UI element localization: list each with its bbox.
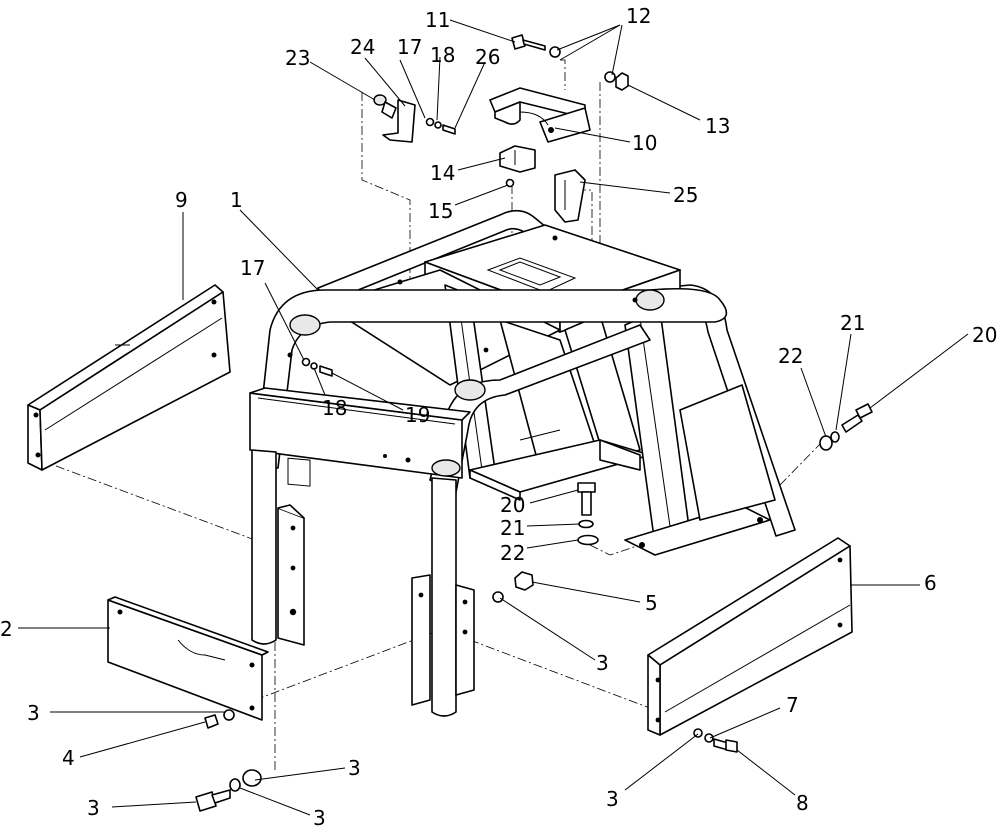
right-leg-bracket — [411, 574, 475, 706]
left-leg-bracket — [277, 504, 305, 646]
clamp-part-14 — [499, 145, 536, 173]
callout-17: 17 — [240, 256, 265, 280]
callout-22: 22 — [500, 541, 525, 565]
callout-2: 2 — [0, 617, 13, 641]
nut-part-13 — [615, 72, 629, 91]
hardware-20-21-22-center — [577, 482, 599, 546]
callout-8: 8 — [796, 791, 809, 815]
callout-19: 19 — [405, 403, 430, 427]
callout-11: 11 — [425, 8, 450, 32]
callout-20: 20 — [500, 493, 525, 517]
bracket-parts-23-24 — [373, 94, 456, 143]
plate-part-2 — [107, 596, 269, 721]
callout-12: 12 — [626, 4, 651, 28]
callout-3: 3 — [313, 806, 326, 830]
hardware-3-5 — [492, 571, 534, 603]
callout-3: 3 — [596, 651, 609, 675]
bolt-part-11 — [511, 34, 546, 51]
callout-24: 24 — [350, 35, 375, 59]
callout-18: 18 — [430, 43, 455, 67]
callout-21: 21 — [500, 516, 525, 540]
upper-bracket-part-10 — [489, 87, 591, 143]
callout-26: 26 — [475, 45, 500, 69]
callout-17: 17 — [397, 35, 422, 59]
callout-1: 1 — [230, 188, 243, 212]
callout-5: 5 — [645, 591, 658, 615]
callout-14: 14 — [430, 161, 455, 185]
callout-10: 10 — [632, 131, 657, 155]
hardware-3-4-left — [204, 709, 235, 729]
hardware-17-18-19 — [301, 357, 333, 377]
callout-3: 3 — [348, 756, 361, 780]
leader-lines — [18, 19, 969, 816]
callout-13: 13 — [705, 114, 730, 138]
callout-20: 20 — [972, 323, 997, 347]
callout-6: 6 — [924, 571, 937, 595]
callout-23: 23 — [285, 46, 310, 70]
main-frame — [249, 209, 796, 717]
callout-21: 21 — [840, 311, 865, 335]
hardware-20-21-22-right — [819, 403, 873, 451]
hardware-3-7-8 — [693, 728, 738, 753]
callout-3: 3 — [87, 796, 100, 820]
nut-part-15 — [505, 178, 515, 188]
callout-4: 4 — [62, 746, 75, 770]
callout-15: 15 — [428, 199, 453, 223]
side-rail-part-9 — [27, 284, 231, 471]
washers-part-12 — [549, 46, 616, 83]
callout-3: 3 — [606, 787, 619, 811]
callout-25: 25 — [673, 183, 698, 207]
callout-3: 3 — [27, 701, 40, 725]
callout-7: 7 — [786, 693, 799, 717]
callout-18: 18 — [322, 396, 347, 420]
hardware-3-bottom-left — [195, 769, 262, 812]
bracket-part-25 — [554, 169, 586, 223]
callout-9: 9 — [175, 188, 188, 212]
side-rail-part-6 — [647, 537, 853, 736]
callout-labels: 1 2 3 4 3 3 3 3 5 6 7 8 3 9 10 11 12 13 … — [0, 4, 997, 830]
callout-22: 22 — [778, 344, 803, 368]
